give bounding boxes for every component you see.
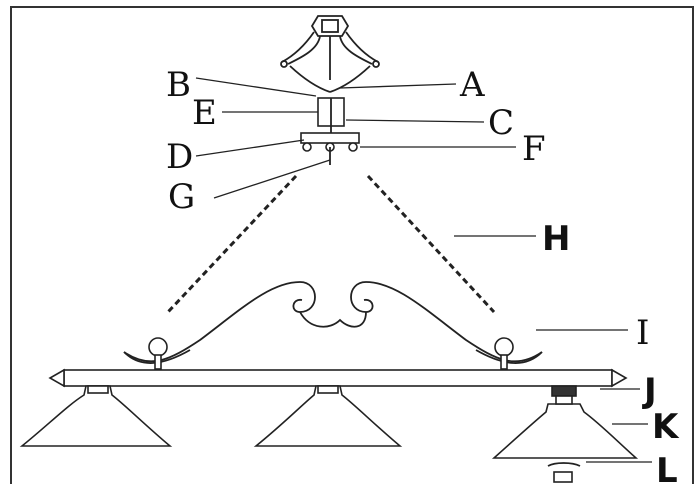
label-j: J <box>642 371 657 411</box>
ceiling-mount <box>280 15 380 80</box>
label-d: D <box>166 137 193 177</box>
canopy-assembly <box>289 65 371 152</box>
glass-shade-right <box>491 385 639 459</box>
scroll-arm <box>123 281 543 370</box>
figure-border <box>10 6 694 484</box>
label-h: H <box>542 219 570 259</box>
label-e: E <box>192 93 217 133</box>
label-i: I <box>636 313 649 353</box>
label-a: A <box>459 65 485 105</box>
chains <box>166 147 496 314</box>
leader-lines <box>195 77 652 463</box>
socket-part <box>547 462 581 483</box>
label-c: C <box>488 103 514 143</box>
horizontal-bar <box>48 368 628 388</box>
label-g: G <box>168 177 195 217</box>
label-b: B <box>166 65 191 105</box>
glass-shade-middle <box>253 385 403 447</box>
label-k: K <box>652 407 680 447</box>
label-l: L <box>656 451 678 487</box>
glass-shade-left <box>19 385 173 447</box>
label-f: F <box>522 129 546 169</box>
